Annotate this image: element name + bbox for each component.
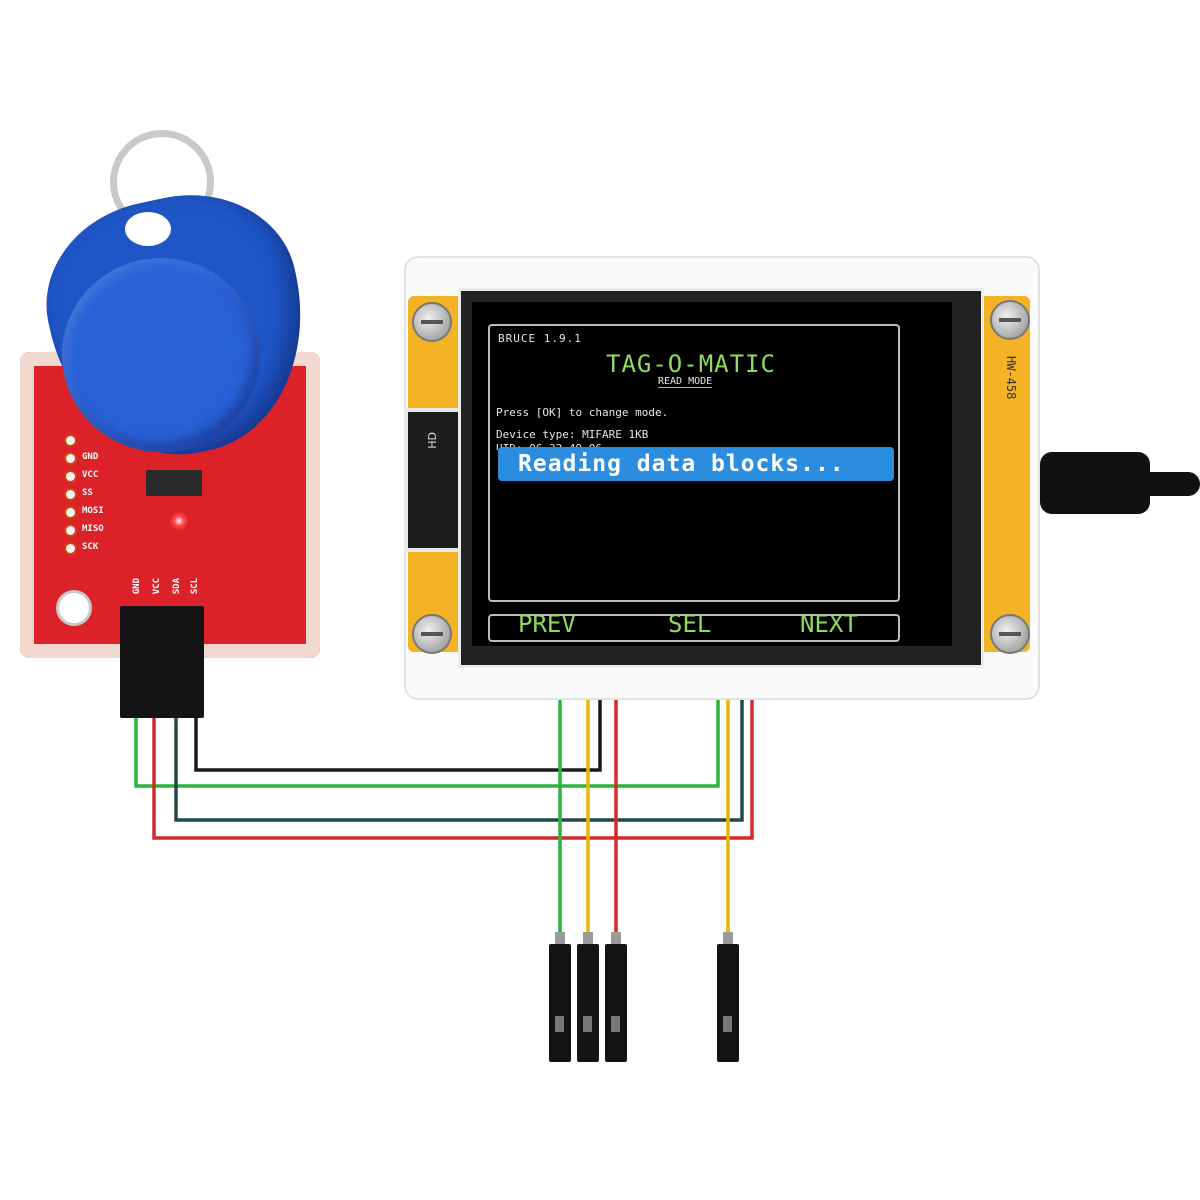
mode-hint: Press [OK] to change mode. bbox=[496, 406, 669, 419]
wire-vcc-red bbox=[152, 660, 754, 840]
power-led-icon bbox=[170, 512, 188, 530]
wire-scl-black bbox=[194, 660, 602, 772]
rfid-pin-header-connector bbox=[120, 606, 204, 718]
screen-content-frame bbox=[488, 324, 900, 602]
pin-hole bbox=[64, 524, 77, 537]
rfid-chip bbox=[146, 470, 202, 496]
screw-icon bbox=[990, 614, 1030, 654]
keyfob-disc bbox=[62, 258, 260, 452]
keyfob-hole bbox=[125, 212, 171, 246]
device-uid: UID: 06 32 49 06 bbox=[496, 442, 602, 450]
nav-bar bbox=[488, 614, 900, 642]
pin-hole bbox=[64, 506, 77, 519]
next-button[interactable]: NEXT bbox=[800, 610, 858, 638]
pin-hole bbox=[64, 434, 77, 447]
jumper-connector-prev bbox=[549, 944, 571, 1062]
header-label-sda: SDA bbox=[172, 578, 182, 595]
jumper-tip bbox=[723, 932, 733, 946]
pin-label-mosi: MOSI bbox=[82, 506, 104, 516]
pin-hole bbox=[64, 488, 77, 501]
header-label-scl: SCL bbox=[190, 578, 200, 595]
jumper-tip bbox=[555, 932, 565, 946]
status-message: Reading data blocks... bbox=[518, 451, 845, 477]
board-label: HW-458 bbox=[1004, 356, 1018, 400]
mounting-hole bbox=[56, 590, 92, 626]
pin-hole bbox=[64, 542, 77, 555]
jumper-connector-extra bbox=[717, 944, 739, 1062]
firmware-version: BRUCE 1.9.1 bbox=[498, 332, 582, 345]
flex-connector-panel: HD bbox=[404, 408, 464, 552]
pin-label-miso: MISO bbox=[82, 524, 104, 534]
screw-icon bbox=[990, 300, 1030, 340]
prev-button[interactable]: PREV bbox=[518, 610, 576, 638]
hd-badge: HD bbox=[426, 432, 439, 449]
select-button[interactable]: SEL bbox=[668, 610, 712, 638]
pin-label-ss: SS bbox=[82, 488, 93, 498]
usb-cable-tail bbox=[1130, 472, 1200, 496]
jumper-connector-next bbox=[605, 944, 627, 1062]
screw-icon bbox=[412, 302, 452, 342]
jumper-connector-sel bbox=[577, 944, 599, 1062]
mode-subtitle: READ MODE bbox=[658, 376, 713, 388]
pin-label-sck: SCK bbox=[82, 542, 99, 552]
app-title: TAG-O-MATIC bbox=[606, 350, 776, 378]
device-type: Device type: MIFARE 1KB bbox=[496, 428, 649, 441]
header-label-gnd: GND bbox=[132, 578, 142, 595]
pin-label-vcc: VCC bbox=[82, 470, 99, 480]
pin-label-gnd: GND bbox=[82, 452, 99, 462]
jumper-tip bbox=[583, 932, 593, 946]
wire-gnd-green bbox=[134, 660, 720, 788]
pin-hole bbox=[64, 452, 77, 465]
screw-icon bbox=[412, 614, 452, 654]
status-banner bbox=[498, 447, 894, 481]
wire-sda-darkteal bbox=[174, 660, 744, 822]
jumper-tip bbox=[611, 932, 621, 946]
header-label-vcc: VCC bbox=[152, 578, 162, 595]
pin-hole bbox=[64, 470, 77, 483]
